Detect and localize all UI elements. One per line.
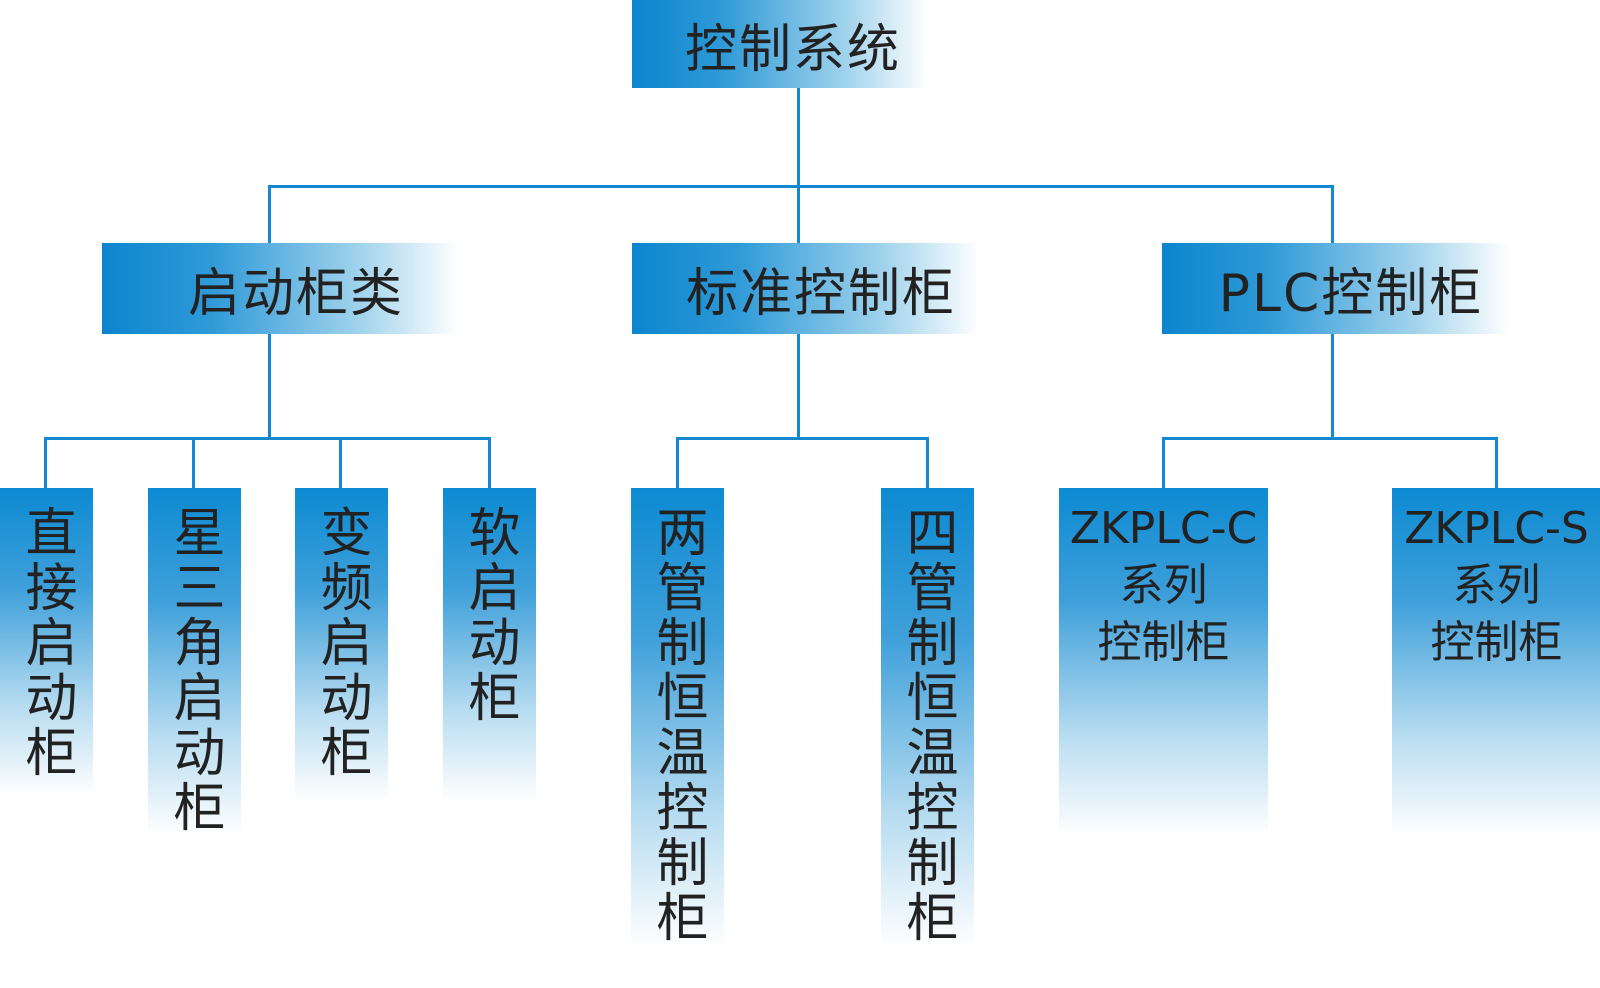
connector-branch2-stem — [1331, 334, 1334, 440]
branch-node-starter-cabinets: 启动柜类 — [102, 243, 490, 334]
leaf-node-zkplc-s-series-cabinet: ZKPLC-S 系列 控制柜 — [1392, 488, 1600, 866]
connector-branch0-stem — [268, 334, 271, 440]
connector-drop-leaf-6 — [1162, 437, 1165, 488]
connector-drop-leaf-2 — [339, 437, 342, 488]
connector-branch1-bus — [676, 437, 929, 440]
connector-drop-leaf-4 — [676, 437, 679, 488]
leaf-node-zkplc-c-series-cabinet: ZKPLC-C 系列 控制柜 — [1059, 488, 1268, 866]
leaf-line-series: 系列 — [1119, 560, 1208, 611]
connector-drop-leaf-5 — [926, 437, 929, 488]
leaf-node-vfd-start-cabinet: 变频启动柜 — [295, 488, 388, 828]
leaf-line-series-code: ZKPLC-C — [1069, 503, 1258, 554]
connector-drop-branch-0 — [268, 185, 271, 243]
branch-node-standard-control-cabinets: 标准控制柜 — [632, 243, 1010, 334]
leaf-node-soft-start-cabinet: 软启动柜 — [443, 488, 536, 828]
leaf-line-cabinet: 控制柜 — [1097, 617, 1230, 668]
root-node: 控制系统 — [632, 0, 954, 88]
connector-drop-leaf-7 — [1495, 437, 1498, 488]
leaf-node-star-delta-start-cabinet: 星三角启动柜 — [148, 488, 241, 866]
connector-root-stem — [797, 88, 800, 246]
branch-node-plc-control-cabinets: PLC控制柜 — [1162, 243, 1540, 334]
leaf-node-two-pipe-constant-temp-cabinet: 两管制恒温控制柜 — [631, 488, 724, 988]
root-node-label: 控制系统 — [684, 19, 901, 80]
branch-node-label: 启动柜类 — [187, 264, 404, 324]
connector-branch0-bus — [44, 437, 491, 440]
branch-node-label: PLC控制柜 — [1218, 264, 1484, 324]
connector-level1-bus — [268, 185, 1334, 188]
leaf-line-series-code: ZKPLC-S — [1404, 503, 1589, 554]
leaf-line-cabinet: 控制柜 — [1430, 617, 1563, 668]
connector-drop-leaf-0 — [44, 437, 47, 488]
connector-branch2-bus — [1162, 437, 1498, 440]
leaf-node-direct-start-cabinet: 直接启动柜 — [0, 488, 93, 823]
connector-drop-branch-2 — [1331, 185, 1334, 243]
connector-branch1-stem — [797, 334, 800, 440]
connector-drop-leaf-3 — [488, 437, 491, 488]
leaf-line-series: 系列 — [1452, 560, 1541, 611]
leaf-node-four-pipe-constant-temp-cabinet: 四管制恒温控制柜 — [881, 488, 974, 988]
connector-drop-leaf-1 — [192, 437, 195, 488]
branch-node-label: 标准控制柜 — [685, 264, 956, 324]
